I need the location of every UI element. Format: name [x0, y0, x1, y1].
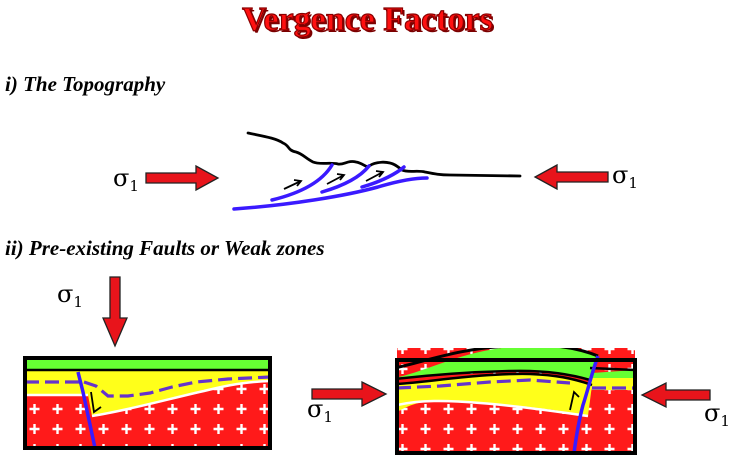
slip-arrow-2 [326, 173, 346, 185]
sigma-label-vertical: σ1 [57, 280, 83, 311]
weak-zone-dashed-line [25, 375, 270, 398]
reactivated-fault [572, 355, 600, 453]
fault-slip-arrow [90, 391, 102, 414]
fault-slip-arrow [569, 390, 580, 411]
block-frame-right [395, 358, 637, 455]
sigma-label-topo-left: σ1 [113, 164, 139, 195]
section-heading-faults: ii) Pre-existing Faults or Weak zones [5, 236, 325, 260]
sigma-label-topo-right: σ1 [612, 161, 638, 192]
down-arrow-icon [102, 276, 128, 348]
page-title: Vergence Factors [241, 0, 493, 38]
sigma-label-fault-left: σ1 [307, 395, 333, 426]
topographic-profile [246, 131, 522, 178]
basal-thrust-fault [232, 176, 429, 211]
section-heading-topography: i) The Topography [5, 72, 166, 96]
pre-existing-fault [76, 371, 97, 448]
thrust-fault-3 [360, 165, 406, 189]
slip-arrow-1 [283, 179, 303, 190]
right-arrow-icon [145, 164, 220, 192]
sigma-label-fault-right: σ1 [704, 399, 730, 430]
thrust-fault-1 [270, 163, 334, 202]
right-arrow-icon [311, 380, 388, 408]
block-model-inverted [397, 348, 635, 453]
left-arrow-icon [533, 163, 609, 191]
weak-zone-dashed-line [397, 378, 635, 390]
thrust-wedge-sketch [232, 131, 522, 211]
block-frame-left [23, 356, 272, 450]
block-model-unfaulted [25, 358, 270, 448]
left-arrow-icon [640, 381, 711, 409]
slip-arrow-3 [365, 170, 385, 182]
thrust-fault-2 [320, 164, 371, 194]
